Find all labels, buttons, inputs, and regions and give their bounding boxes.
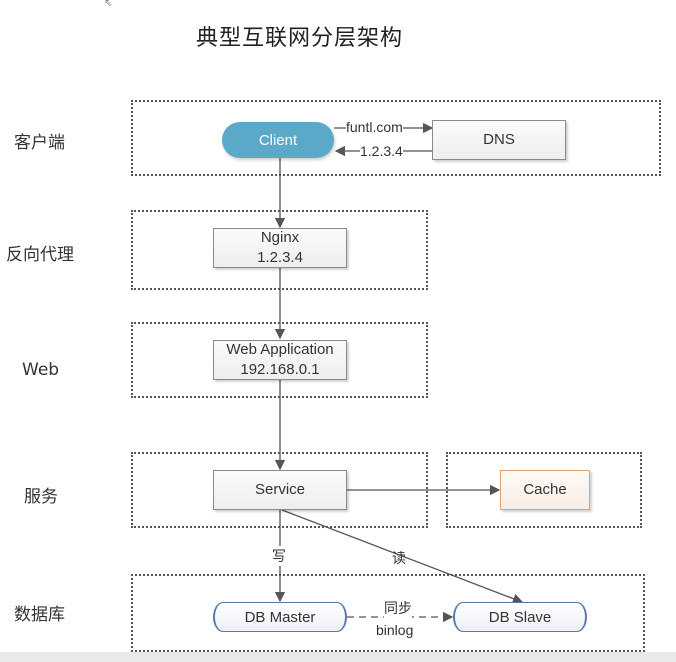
layer-label-proxy: 反向代理 [6,245,74,265]
cache-label: Cache [523,481,567,498]
edge-label-read: 读 [392,550,406,566]
cache-node[interactable]: Cache [500,470,590,510]
edge-service-dbslave [281,509,524,604]
bottom-strip [0,652,676,662]
edge-label-dns-ip: 1.2.3.4 [360,143,403,159]
db-master-label: DB Master [244,608,316,626]
db-slave-node[interactable]: DB Slave [453,602,587,632]
webapp-node[interactable]: Web Application 192.168.0.1 [213,340,347,380]
dns-node[interactable]: DNS [432,120,566,160]
nginx-ip: 1.2.3.4 [257,249,303,266]
db-master-node[interactable]: DB Master [213,602,347,632]
edge-label-binlog: binlog [376,622,414,638]
dns-label: DNS [483,131,515,148]
edge-label-sync: 同步 [384,598,412,618]
service-label: Service [254,481,306,498]
webapp-ip: 192.168.0.1 [240,361,320,378]
zone-database [131,574,645,652]
diagram-title: 典型互联网分层架构 [196,26,404,51]
mouse-cursor-icon: ⇖ [104,0,113,9]
layer-label-database: 数据库 [14,605,65,625]
zone-client [131,100,661,176]
db-slave-label: DB Slave [488,608,552,626]
edge-label-funtl: funtl.com [346,119,403,135]
layer-label-client: 客户端 [14,133,65,153]
nginx-label: Nginx [260,229,300,246]
nginx-node[interactable]: Nginx 1.2.3.4 [213,228,347,268]
service-node[interactable]: Service [213,470,347,510]
layer-label-web: Web [22,360,60,380]
edge-label-write: 写 [272,546,286,566]
layer-label-service: 服务 [24,487,58,507]
webapp-label: Web Application [226,341,334,358]
client-node[interactable]: Client [222,122,334,158]
